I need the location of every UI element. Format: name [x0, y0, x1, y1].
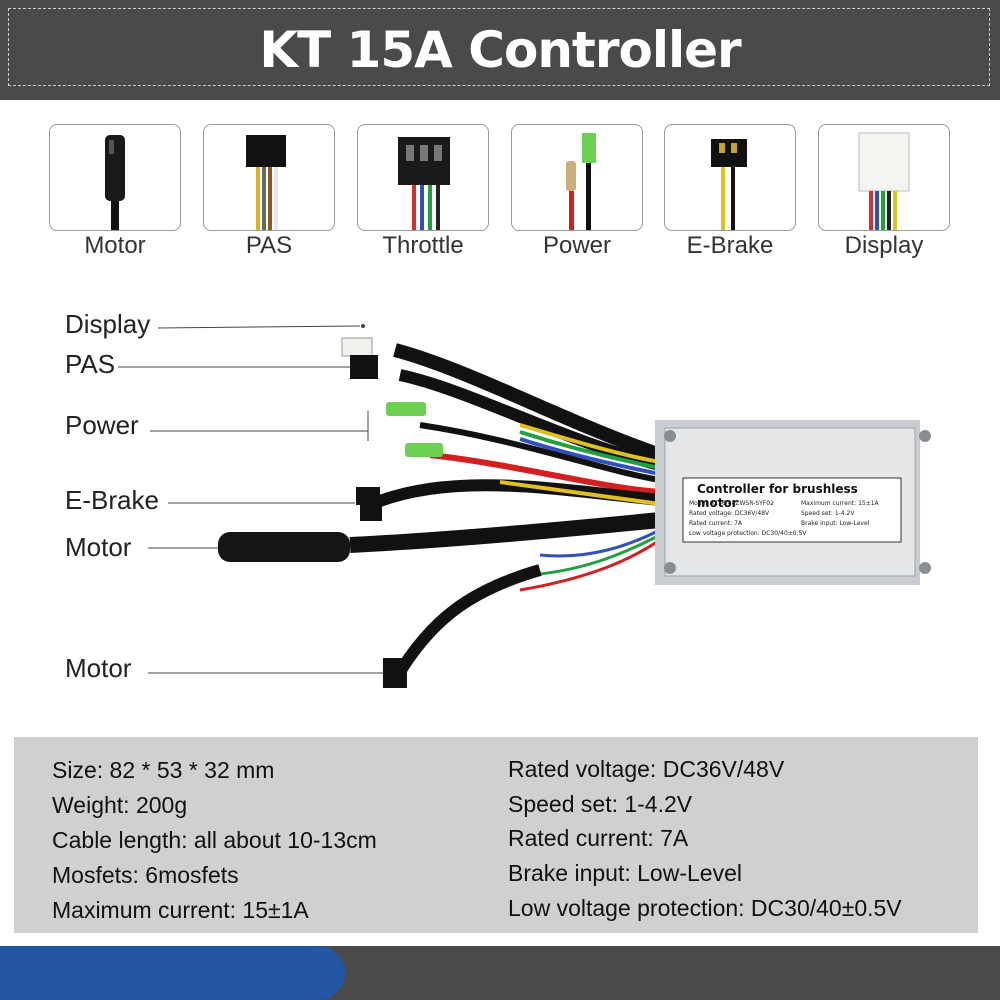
spec-size: Size: 82 * 53 * 32 mm [52, 757, 275, 783]
connector-label-throttle: Throttle [382, 232, 464, 259]
page-title: KT 15A Controller [259, 21, 741, 79]
max-current-value: 15±1A [858, 500, 879, 507]
ebrake-connector-icon [664, 124, 796, 231]
model-value: KT36/48ZWSR-SYF02 [710, 500, 774, 507]
brake-input-value: Low-Level [839, 520, 870, 527]
spec-weight: Weight: 200g [52, 792, 188, 818]
header-banner [0, 0, 1000, 100]
spec-low-voltage-protection: Low voltage protection: DC30/40±0.5V [508, 895, 902, 921]
controller-label-title: Controller for brushless motor [697, 482, 858, 510]
connector-label-ebrake: E-Brake [686, 232, 774, 259]
spec-cable-length: Cable length: all about 10-13cm [52, 827, 377, 853]
rated-current-key: Rated current: [689, 520, 733, 527]
rated-current-value: 7A [734, 520, 742, 527]
callout-ebrake: E-Brake [65, 485, 159, 515]
spec-rated-current: Rated current: 7A [508, 825, 689, 851]
low-voltage-value: DC30/40±0.5V [761, 530, 807, 537]
callout-display: Display [65, 309, 151, 339]
connector-label-power: Power [542, 232, 612, 259]
spec-brake-input: Brake input: Low-Level [508, 860, 742, 886]
brake-input-key: Brake input: [801, 520, 838, 527]
rated-voltage-key: Rated voltage: [689, 510, 733, 517]
model-key: Model: [689, 500, 710, 507]
controller-wiring-diagram [118, 324, 931, 688]
spec-rated-voltage: Rated voltage: DC36V/48V [508, 756, 785, 782]
speed-set-key: Speed set: [801, 510, 833, 517]
callout-pas: PAS [65, 349, 116, 379]
connector-label-motor: Motor [84, 232, 146, 259]
controller-label: Controller for brushless motor Model: KT… [683, 479, 901, 541]
spec-maximum-current: Maximum current: 15±1A [52, 897, 309, 923]
connector-label-pas: PAS [245, 232, 293, 259]
display-connector-icon [818, 124, 950, 231]
pas-connector-icon [203, 124, 335, 231]
max-current-key: Maximum current: [801, 500, 857, 507]
callout-motor-phase: Motor [65, 653, 132, 683]
specifications-panel [14, 737, 978, 933]
power-connector-icon [511, 124, 643, 231]
spec-mosfets: Mosfets: 6mosfets [52, 862, 239, 888]
header-dashed-border [8, 8, 990, 86]
callout-power: Power [65, 410, 139, 440]
rated-voltage-value: DC36V/48V [734, 510, 770, 517]
callout-motor-hall: Motor [65, 532, 132, 562]
footer-accent [0, 946, 345, 1000]
low-voltage-key: Low voltage protection: [689, 530, 760, 537]
connector-label-display: Display [844, 232, 924, 259]
motor-connector-icon [49, 124, 181, 231]
throttle-connector-icon [357, 124, 489, 231]
speed-set-value: 1-4.2V [834, 510, 855, 517]
spec-speed-set: Speed set: 1-4.2V [508, 791, 693, 817]
